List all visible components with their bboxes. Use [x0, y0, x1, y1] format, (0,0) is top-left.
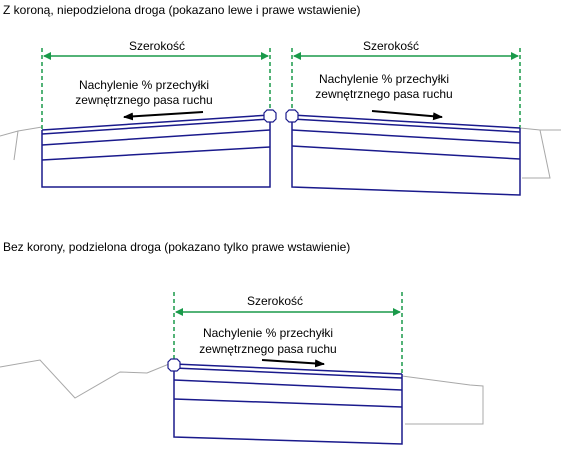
pavement-layer	[173, 379, 403, 391]
pavement-outline	[291, 115, 521, 196]
bottom-insertion: Szerokość Nachylenie % przechyłki zewnęt…	[0, 292, 484, 445]
pavement-layer	[291, 118, 521, 133]
pavement-outline	[173, 364, 403, 445]
pavement-layer	[291, 145, 521, 160]
slope-label-line2: zewnętrznego pasa ruchu	[199, 342, 336, 356]
ground-line-top-left	[0, 126, 43, 137]
pavement-layer	[41, 146, 271, 161]
slope-label-line1: Nachylenie % przechyłki	[79, 78, 209, 92]
pavement-outline	[41, 115, 271, 188]
ground-line-bottom-right	[401, 375, 484, 425]
pavement-layer	[173, 367, 403, 379]
ground-line-top-right	[519, 127, 561, 131]
caption-bottom: Bez korony, podzielona droga (pokazano t…	[3, 240, 350, 254]
caption-top: Z koroną, niepodzielona droga (pokazano …	[3, 3, 361, 17]
slope-direction-arrow	[261, 359, 325, 368]
pavement-surface	[173, 363, 403, 375]
pavement-surface	[41, 114, 271, 131]
pavement-layer	[41, 129, 271, 146]
insertion-point-marker	[285, 109, 299, 123]
pavement-layer	[41, 118, 271, 135]
width-label: Szerokość	[247, 294, 303, 308]
insertion-point-marker	[263, 109, 277, 123]
slope-label-line2: zewnętrznego pasa ruchu	[75, 93, 212, 107]
insertion-point-marker	[167, 358, 181, 372]
top-right-insertion: Szerokość Nachylenie % przechyłki zewnęt…	[285, 39, 561, 196]
slope-label-line1: Nachylenie % przechyłki	[319, 72, 449, 86]
width-label: Szerokość	[129, 39, 185, 53]
slope-label-line1: Nachylenie % przechyłki	[203, 326, 333, 340]
pavement-layer	[173, 398, 403, 408]
slope-label-line2: zewnętrznego pasa ruchu	[315, 87, 452, 101]
slope-direction-arrow	[123, 111, 204, 121]
pavement-layer	[291, 129, 521, 144]
ground-slope-top-left	[13, 130, 19, 161]
ground-slope-top-right	[522, 129, 551, 179]
width-label: Szerokość	[363, 39, 419, 53]
pavement-surface	[291, 114, 521, 129]
ground-line-bottom-left	[0, 359, 175, 399]
top-left-insertion: Szerokość Nachylenie % przechyłki zewnęt…	[0, 39, 277, 188]
slope-direction-arrow	[371, 110, 443, 121]
